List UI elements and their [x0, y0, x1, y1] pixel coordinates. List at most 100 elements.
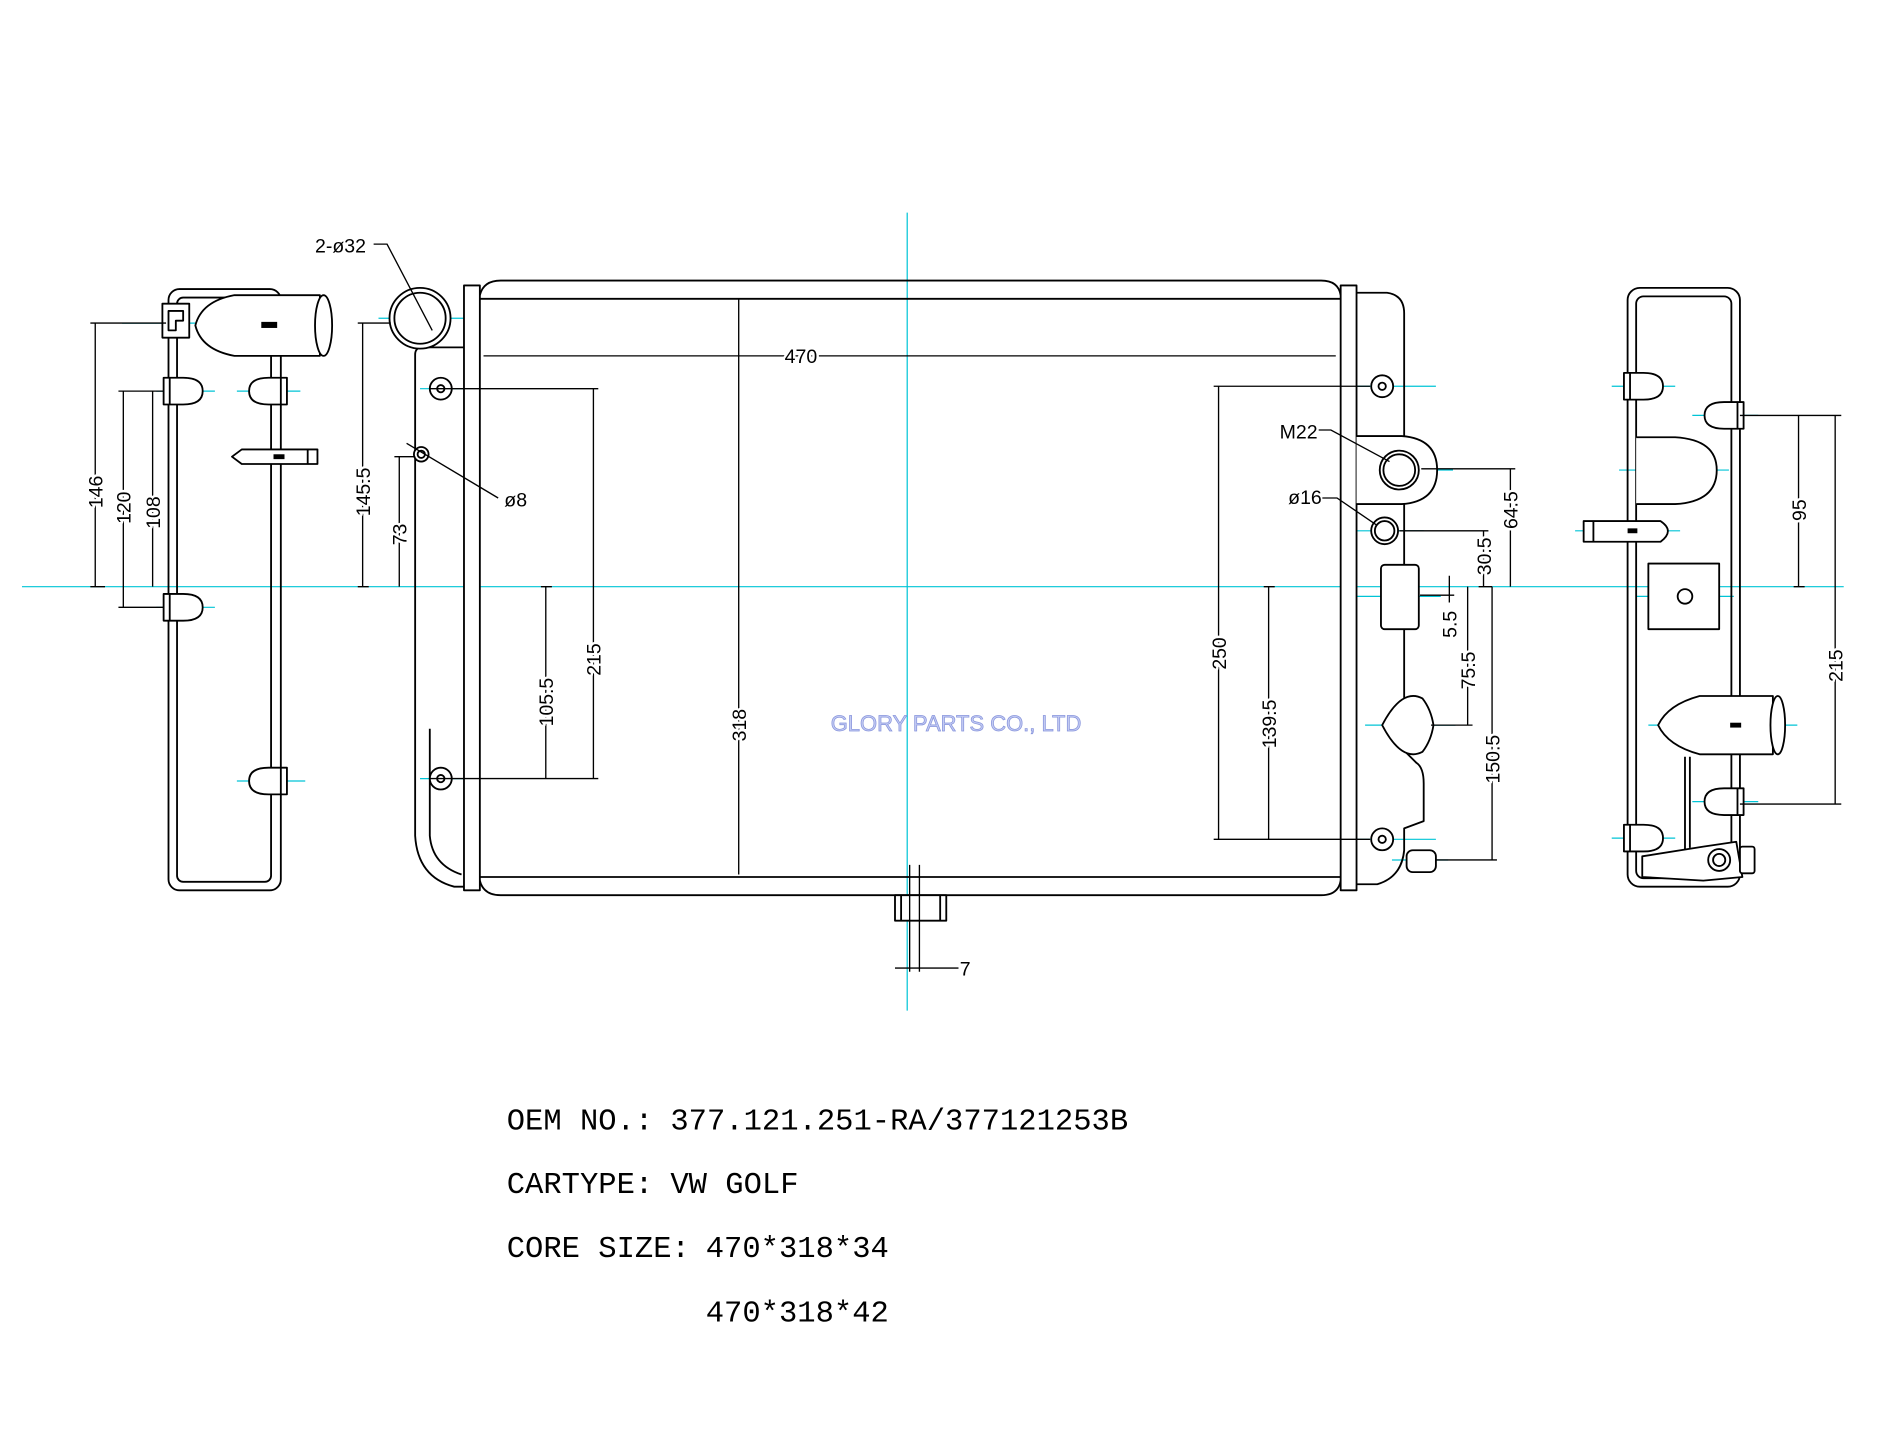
dimension-label: 215 — [1825, 649, 1847, 682]
dimension-line — [1421, 468, 1516, 587]
dimension-label: 75.5 — [1458, 651, 1480, 689]
dimension-line — [394, 456, 416, 587]
pin-marker — [1627, 528, 1638, 534]
square-boss — [1647, 562, 1721, 631]
left-header-plate — [463, 284, 481, 892]
left-side-view: 146 120 108 — [83, 288, 334, 892]
mount-tab — [1703, 401, 1745, 430]
mount-hole-center — [1377, 381, 1387, 391]
outlet-hose-end — [1769, 695, 1787, 756]
dimension-line — [894, 864, 959, 972]
top-hose-end — [314, 294, 334, 357]
hose-marker — [261, 321, 278, 328]
core-size-value: 470*318*42 — [706, 1298, 889, 1332]
callout-leader — [1322, 497, 1377, 526]
dimension-line — [1739, 414, 1842, 588]
front-view: 2-ø32 ø8 M22 ø16 145.5 73 215 105.5 318 … — [315, 236, 1525, 981]
callout-sensor-port: ø16 — [1288, 487, 1322, 509]
mount-tab — [1623, 371, 1664, 401]
callout-inlet: 2-ø32 — [315, 236, 366, 258]
inlet-pipe — [388, 286, 452, 350]
dimension-label: 105.5 — [536, 678, 558, 727]
dimension-label: 215 — [584, 643, 606, 676]
dimension-line — [1420, 575, 1455, 603]
mount-tab — [162, 376, 204, 406]
core-top-edge — [478, 279, 1342, 300]
dimension-label: 145.5 — [353, 467, 375, 516]
dimension-line — [540, 586, 552, 779]
callout-thread-port: M22 — [1280, 422, 1318, 444]
oem-label: OEM NO.: — [507, 1106, 654, 1140]
cartype-label: CARTYPE: — [507, 1169, 654, 1203]
square-boss-hole — [1676, 588, 1694, 605]
dimension-label: 7 — [960, 958, 971, 980]
hose-marker — [1730, 722, 1742, 728]
dimension-label: 30.5 — [1474, 537, 1496, 575]
dome-boss — [1636, 436, 1718, 505]
dimension-label: 95 — [1789, 499, 1811, 521]
cartype-value: VW GOLF — [670, 1169, 798, 1203]
side-boss — [1380, 563, 1420, 631]
watermark: GLORY PARTS CO., LTD — [831, 711, 1082, 736]
dimension-label: 73 — [390, 524, 412, 546]
bottom-bracket — [1684, 756, 1691, 851]
dimension-line — [1431, 586, 1473, 726]
dimension-line — [1435, 586, 1497, 861]
mount-tab — [162, 593, 204, 622]
mount-hole-center — [1377, 834, 1387, 844]
left-tank-inner — [428, 728, 462, 876]
spec-block: OEM NO.: 377.121.251-RA/377121253B CARTY… — [507, 1106, 1128, 1332]
outlet-boss — [1381, 695, 1435, 756]
mount-tab — [1623, 823, 1664, 853]
dimension-line — [1399, 530, 1493, 588]
mount-hole — [1370, 374, 1395, 399]
mount-tab — [248, 766, 288, 796]
dimension-line — [1213, 385, 1370, 840]
sensor-port-inner — [1373, 520, 1396, 542]
dimension-label: 470 — [785, 346, 818, 368]
side-tank-outer — [167, 288, 282, 892]
core-size-value: 470*318*34 — [706, 1233, 889, 1267]
thread-port-inner — [1382, 453, 1417, 487]
right-side-view: 95 215 — [1582, 286, 1850, 888]
dimension-line — [1739, 415, 1842, 805]
pin-marker — [273, 454, 285, 460]
dimension-label: 250 — [1209, 637, 1231, 670]
callout-leader — [1318, 429, 1390, 463]
left-tank — [414, 346, 464, 888]
right-header-plate — [1339, 284, 1358, 892]
dimension-label: 5.5 — [1440, 611, 1462, 638]
dimension-line — [118, 390, 164, 608]
dimension-label: 318 — [729, 709, 751, 741]
bottom-drain-stub — [894, 894, 948, 922]
side-pin — [1582, 520, 1669, 543]
dimension-label: 150.5 — [1482, 735, 1504, 784]
right-tank — [1356, 291, 1425, 886]
bracket-stub — [1739, 845, 1756, 875]
callout-leader — [373, 243, 433, 331]
thread-port — [1378, 449, 1420, 491]
bottom-drain-stub-detail — [900, 895, 942, 921]
mount-tab — [1703, 787, 1745, 816]
dimension-label: 146 — [86, 476, 108, 508]
inlet-pipe-inner — [393, 291, 447, 345]
top-hose-neck — [194, 294, 321, 357]
dimension-line — [90, 322, 167, 588]
outlet-hose-neck — [1657, 695, 1774, 756]
filler-cap-inner — [167, 310, 185, 332]
thread-port-boss — [1356, 435, 1439, 505]
bracket-hole-inner — [1712, 852, 1727, 867]
dimension-line — [1263, 586, 1275, 840]
mount-tab — [248, 376, 288, 406]
callout-small-hole: ø8 — [504, 490, 527, 512]
dimension-label: 139.5 — [1259, 699, 1281, 748]
dimension-line — [357, 322, 391, 588]
callout-leader — [406, 442, 499, 499]
drain-stub-right — [1405, 849, 1437, 874]
dimension-label: 64.5 — [1501, 491, 1523, 529]
core-size-label: CORE SIZE: — [507, 1233, 690, 1267]
oem-value: 377.121.251-RA/377121253B — [670, 1106, 1128, 1140]
dimension-label: 108 — [143, 496, 165, 528]
dimension-line — [429, 388, 599, 780]
